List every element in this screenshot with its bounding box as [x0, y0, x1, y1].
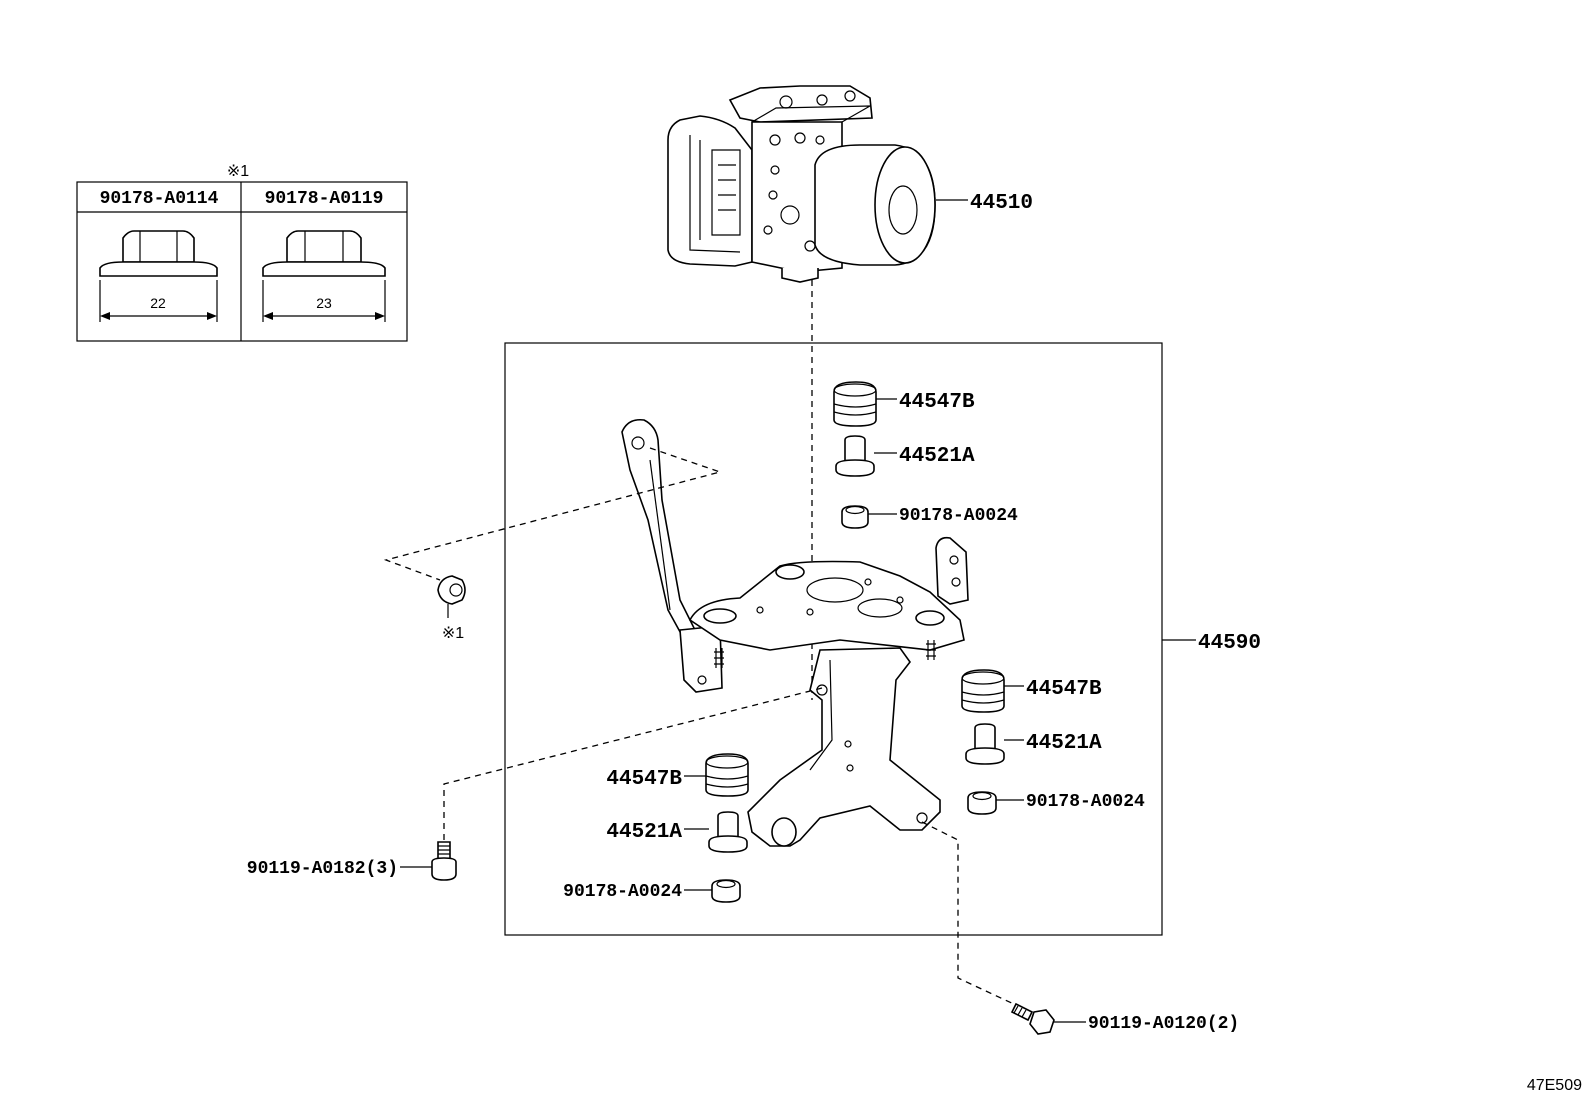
- cushion-right-icon: [961, 669, 1005, 713]
- label-90119-a0120: 90119-A0120(2): [1088, 1014, 1239, 1034]
- label-90178-a0024-right: 90178-A0024: [1026, 792, 1145, 812]
- flange-nut-23-icon: 23: [262, 230, 386, 322]
- cushion-upper-icon: [833, 381, 877, 427]
- flange-nut-22-icon: 22: [99, 230, 218, 322]
- collar-right-icon: [965, 723, 1005, 765]
- label-44521a-upper: 44521A: [899, 445, 975, 468]
- flange-nut-left-icon: [437, 575, 466, 605]
- bolt-right-icon: [1010, 1002, 1055, 1035]
- nut-upper-icon: [841, 505, 869, 529]
- inset-part-number-1: 90178-A0114: [100, 189, 219, 209]
- label-44547b-lower: 44547B: [606, 768, 682, 791]
- cushion-lower-icon: [705, 753, 749, 797]
- collar-lower-icon: [708, 811, 748, 853]
- nut-size-inset-table: ※1 90178-A0114 90178-A0119 22: [76, 163, 408, 342]
- label-90178-a0024-upper: 90178-A0024: [899, 506, 1018, 526]
- inset-note-mark: ※1: [227, 163, 249, 180]
- nut-left-mark: ※1: [442, 625, 464, 642]
- label-44521a-right: 44521A: [1026, 732, 1102, 755]
- label-44590: 44590: [1198, 632, 1261, 655]
- label-90178-a0024-lower: 90178-A0024: [563, 882, 682, 902]
- inset-dimension-1: 22: [150, 295, 166, 311]
- inset-part-number-2: 90178-A0119: [265, 189, 384, 209]
- label-44510: 44510: [970, 192, 1033, 215]
- nut-right-icon: [967, 791, 997, 815]
- label-44547b-right: 44547B: [1026, 678, 1102, 701]
- collar-upper-icon: [835, 435, 875, 477]
- label-44521a-lower: 44521A: [606, 821, 682, 844]
- guide-line-bolt-left: [443, 687, 823, 842]
- guide-line-bolt-right: [921, 821, 1019, 1007]
- figure-code: 47E509: [1527, 1077, 1582, 1094]
- inset-dimension-2: 23: [316, 295, 332, 311]
- label-90119-a0182: 90119-A0182(3): [247, 859, 398, 879]
- guide-line-nut-left: [383, 447, 723, 581]
- abs-actuator-icon: [667, 85, 936, 283]
- nut-lower-icon: [711, 879, 741, 903]
- bracket-assembly-box: [504, 342, 1163, 936]
- bolt-left-icon: [431, 841, 457, 881]
- label-44547b-upper: 44547B: [899, 391, 975, 414]
- abs-bracket-icon: [621, 418, 969, 847]
